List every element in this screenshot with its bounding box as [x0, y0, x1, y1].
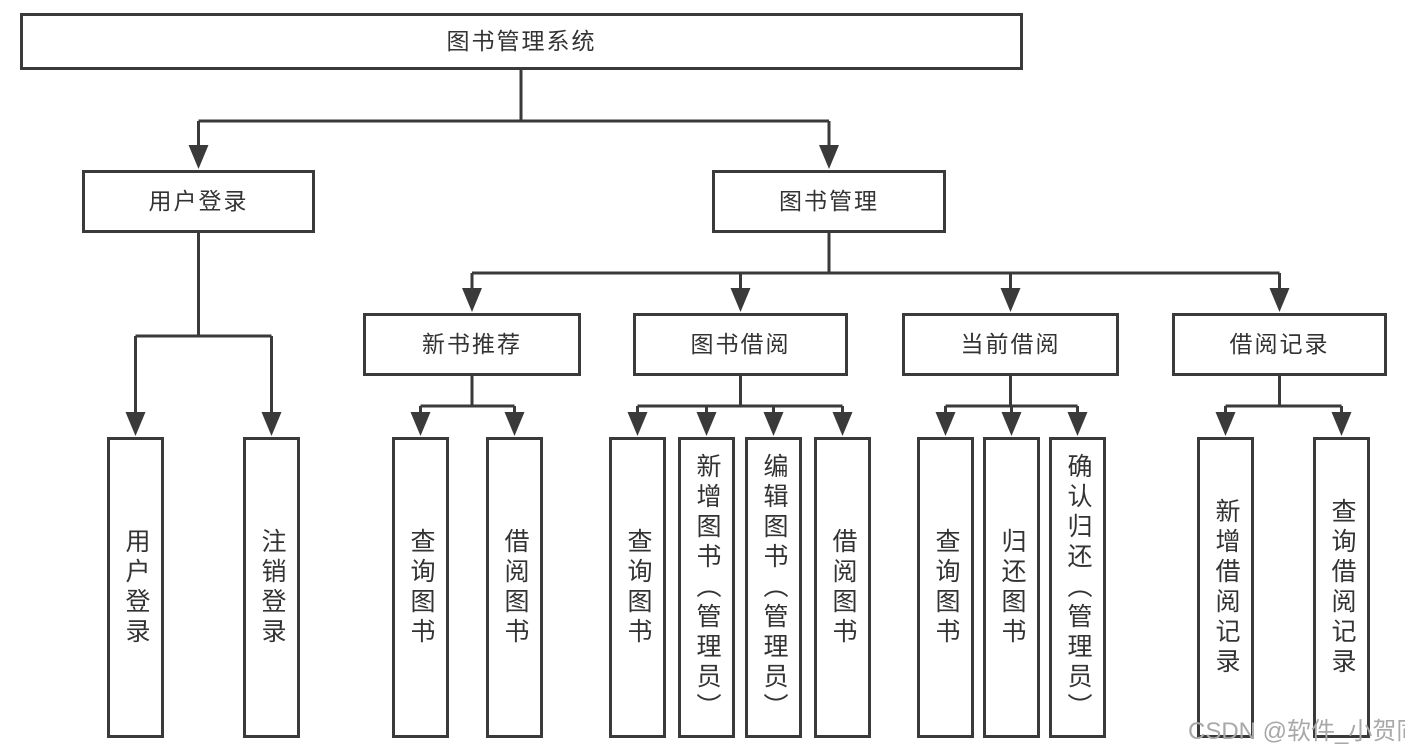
leaf-label: 归还图书 [998, 527, 1026, 648]
arrowhead-icon [1215, 412, 1236, 436]
arrowhead-icon [627, 412, 648, 436]
leaf-label: 新增借阅记录 [1212, 497, 1240, 678]
arrowhead-icon [261, 412, 282, 436]
leaf-borrow-books: 借阅图书 [814, 437, 871, 738]
leaf-label: 编辑图书（管理员） [760, 452, 788, 723]
leaf-borrow-books-recommend: 借阅图书 [486, 437, 543, 738]
node-borrowing-records: 借阅记录 [1172, 313, 1387, 376]
arrowhead-icon [696, 412, 717, 436]
leaf-label: 新增图书（管理员） [693, 452, 721, 723]
arrowhead-icon [935, 412, 956, 436]
leaf-query-books-current: 查询图书 [917, 437, 974, 738]
leaf-query-books-borrowing: 查询图书 [609, 437, 666, 738]
leaf-add-borrow-record: 新增借阅记录 [1197, 437, 1254, 738]
watermark: CSDN @软件_小贺同学 [1188, 718, 1405, 745]
node-label: 图书管理 [779, 188, 879, 214]
arrowhead-icon [819, 145, 839, 169]
leaf-query-books-recommend: 查询图书 [392, 437, 449, 738]
arrowhead-icon [1067, 412, 1088, 436]
leaf-user-login: 用户登录 [107, 437, 164, 738]
leaf-query-borrow-record: 查询借阅记录 [1313, 437, 1370, 738]
arrowhead-icon [763, 412, 784, 436]
arrowhead-icon [1269, 288, 1290, 312]
arrowhead-icon [125, 412, 146, 436]
node-current-borrowing: 当前借阅 [902, 313, 1119, 376]
arrowhead-icon [188, 145, 209, 169]
node-book-management: 图书管理 [712, 170, 946, 233]
leaf-label: 确认归还（管理员） [1064, 452, 1092, 723]
arrowhead-icon [1001, 412, 1022, 436]
leaf-label: 查询图书 [407, 527, 435, 648]
leaf-confirm-return-admin: 确认归还（管理员） [1049, 437, 1106, 738]
node-label: 新书推荐 [422, 331, 522, 357]
node-label: 当前借阅 [960, 331, 1061, 357]
arrowhead-icon [504, 412, 525, 436]
leaf-label: 借阅图书 [501, 527, 529, 648]
node-label: 图书管理系统 [446, 28, 597, 54]
arrowhead-icon [410, 412, 431, 436]
leaf-add-books-admin: 新增图书（管理员） [678, 437, 735, 738]
node-book-borrowing: 图书借阅 [633, 313, 848, 376]
node-label: 用户登录 [148, 188, 249, 214]
node-label: 借阅记录 [1229, 331, 1330, 357]
connector-path [134, 70, 1343, 416]
leaf-label: 查询图书 [932, 527, 960, 648]
arrowhead-icon [730, 288, 751, 312]
leaf-label: 查询借阅记录 [1328, 497, 1356, 678]
leaf-edit-books-admin: 编辑图书（管理员） [745, 437, 802, 738]
node-new-book-recommend: 新书推荐 [363, 313, 581, 376]
arrowhead-icon [462, 288, 482, 312]
node-user-login: 用户登录 [82, 170, 315, 233]
leaf-label: 用户登录 [122, 527, 150, 648]
leaf-label: 查询图书 [624, 527, 652, 648]
arrowhead-icon [1331, 412, 1352, 436]
node-library-system: 图书管理系统 [20, 13, 1023, 70]
node-label: 图书借阅 [690, 331, 791, 357]
leaf-label: 注销登录 [258, 527, 286, 648]
arrowhead-icon [1000, 288, 1021, 312]
leaf-return-books: 归还图书 [983, 437, 1040, 738]
leaf-label: 借阅图书 [829, 527, 857, 648]
arrowhead-icon [832, 412, 853, 436]
leaf-logout: 注销登录 [243, 437, 300, 738]
